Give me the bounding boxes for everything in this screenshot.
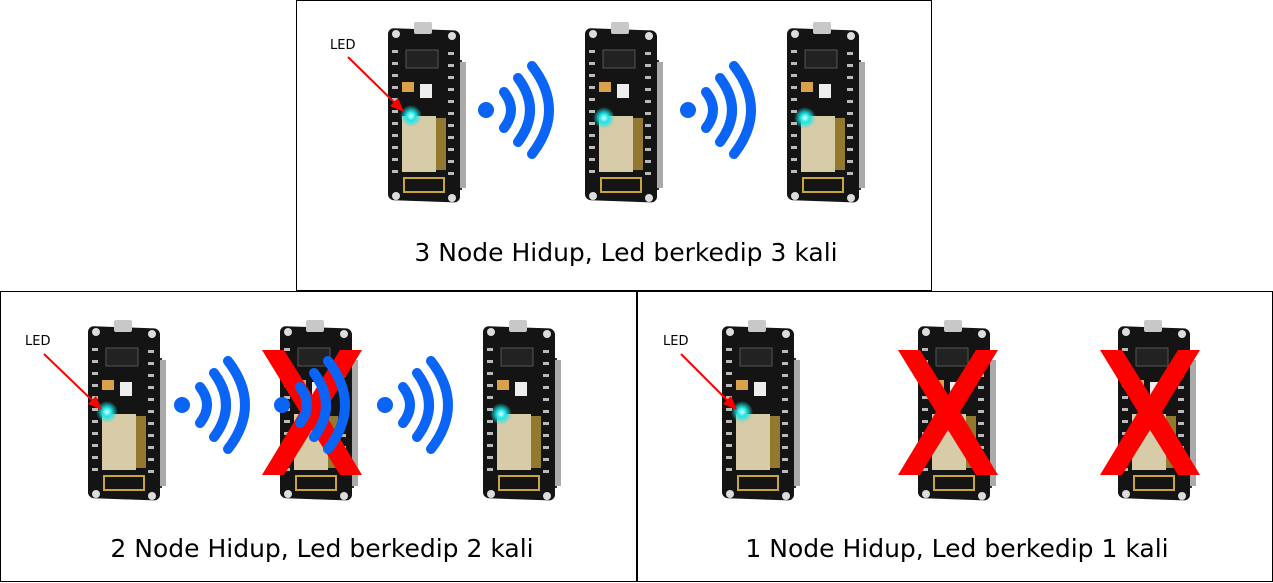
caption: 3 Node Hidup, Led berkedip 3 kali [414, 238, 837, 267]
led-glow [593, 107, 615, 129]
panel-1-node: LED 1 Node Hidup, Led berkedip 1 kali [637, 291, 1273, 582]
panel-3-nodes: LED 3 Node Hidup, Led berkedip 3 kali [296, 0, 932, 291]
led-glow [400, 105, 422, 127]
led-label: LED [663, 334, 688, 349]
arrow-icon [43, 353, 102, 410]
led-glow [96, 401, 118, 423]
arrow-icon [347, 56, 404, 112]
led-label: LED [330, 38, 355, 53]
caption: 1 Node Hidup, Led berkedip 1 kali [745, 534, 1168, 563]
caption: 2 Node Hidup, Led berkedip 2 kali [110, 534, 533, 563]
node-1-board [388, 22, 466, 203]
arrow-icon [680, 353, 737, 410]
panel-2-nodes: LED 2 Node Hidup, Led berkedip 2 kali [0, 291, 637, 582]
led-glow [731, 401, 753, 423]
led-label: LED [25, 334, 50, 349]
led-glow [490, 403, 512, 425]
led-glow [794, 107, 816, 129]
